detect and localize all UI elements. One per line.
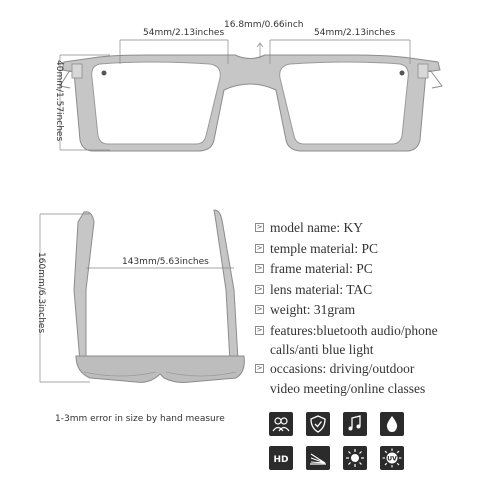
measurement-note: 1-3mm error in size by hand measure [55, 414, 225, 424]
spec-text: features:bluetooth audio/phone [270, 322, 438, 338]
spec-text: lens material: TAC [270, 281, 373, 297]
lens-width-left-label: 54mm/2.13inches [143, 28, 225, 38]
top-left-temple [73, 211, 95, 363]
spec-occasions: > occasions: driving/outdoor [255, 359, 495, 380]
lens-width-right-label: 54mm/2.13inches [314, 28, 396, 38]
temple-length-label: 160mm/6.3inches [36, 252, 46, 334]
front-right-temple-tip [429, 69, 443, 89]
front-left-lens [91, 61, 221, 145]
anti-glare-icon [306, 446, 330, 470]
top-frame [75, 355, 245, 383]
spec-model-name: > model name: KY [255, 218, 495, 239]
bullet-icon: > [255, 284, 264, 294]
front-dimension-lines [59, 39, 411, 151]
spec-features-continuation: calls/anti blue light [270, 342, 374, 357]
spec-features: > features:bluetooth audio/phone [255, 321, 495, 342]
shield-check-icon [306, 412, 330, 436]
front-left-hinge [71, 63, 83, 79]
spec-text: frame material: PC [270, 261, 373, 276]
feature-icons: HD UV [269, 412, 404, 470]
music-note-icon [343, 412, 367, 436]
bullet-icon: > [255, 243, 264, 253]
spec-occasions-continuation: video meeting/online classes [270, 380, 426, 396]
frame-width-label: 143mm/5.63inches [122, 257, 209, 267]
top-frame-edge [83, 371, 237, 377]
bullet-icon: > [255, 223, 264, 232]
top-dimension-lines [39, 213, 234, 383]
spec-frame-material: > frame material: PC [255, 259, 495, 280]
hd-icon-label: HD [273, 455, 288, 465]
bullet-icon: > [255, 264, 264, 273]
top-right-temple [213, 209, 239, 363]
front-right-lens [279, 61, 409, 145]
sun-icon [343, 446, 367, 470]
spec-text: temple material: PC [270, 240, 378, 256]
spec-list: > model name: KY > temple material: PC >… [255, 218, 495, 398]
spec-temple-material: > temple material: PC [255, 239, 495, 260]
front-view-glasses [59, 54, 443, 152]
hd-icon: HD [269, 446, 293, 470]
uv-sun-icon: UV [380, 446, 404, 470]
spec-text: occasions: driving/outdoor [270, 361, 415, 376]
front-right-hinge [417, 63, 429, 79]
spec-text: model name: KY [270, 220, 363, 235]
bullet-icon: > [255, 325, 264, 335]
bridge-width-label: 16.8mm/0.66inch [224, 20, 304, 30]
spec-lens-material: > lens material: TAC [255, 280, 495, 301]
bullet-icon: > [255, 305, 264, 314]
spec-weight: > weight: 31gram [255, 300, 495, 321]
water-drop-icon [380, 412, 404, 436]
bullet-icon: > [255, 364, 264, 373]
lens-height-label: 40mm/1.57inches [54, 60, 64, 142]
people-icon [269, 412, 293, 436]
spec-text: weight: 31gram [270, 302, 356, 317]
front-right-sensor [399, 70, 405, 76]
front-left-sensor [101, 70, 107, 76]
uv-icon-label: UV [387, 456, 397, 463]
top-view-glasses [73, 209, 245, 383]
